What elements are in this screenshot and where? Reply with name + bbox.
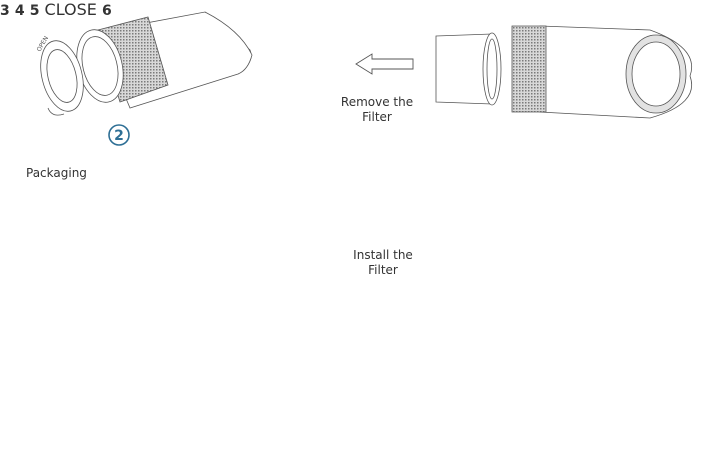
step-3-number: 3 [0,3,10,19]
step-3-caption-line2: Filter [362,110,392,124]
step-6-badge: 6 [102,0,112,19]
step-4-number: 4 [14,3,25,19]
purifier-top-dome [204,11,253,75]
step-4-badge: 4 [15,0,30,19]
packaging-callout: Packaging [26,166,87,180]
step-2-illustration [40,11,253,116]
step-5-caption-line1: Install the [353,248,413,262]
step-3-badge: 3 [0,0,15,19]
step-2-number: 2 [114,128,124,144]
step-5-number: 5 [29,3,40,19]
step-3-caption-line1: Remove the [340,95,414,109]
step-3-illustration [435,25,692,119]
step-3-caption: Remove the Filter [330,95,424,125]
left-arrow-icon [355,53,414,75]
close-ring-text: CLOSE [44,0,97,19]
step-5-badge: 5 [30,0,45,19]
step-5-caption: Install the Filter [336,248,430,278]
filter-mesh [511,25,547,113]
step-2-badge: 2 [108,124,130,146]
step-6-number: 6 [102,3,112,19]
step-5-caption-line2: Filter [368,263,398,277]
